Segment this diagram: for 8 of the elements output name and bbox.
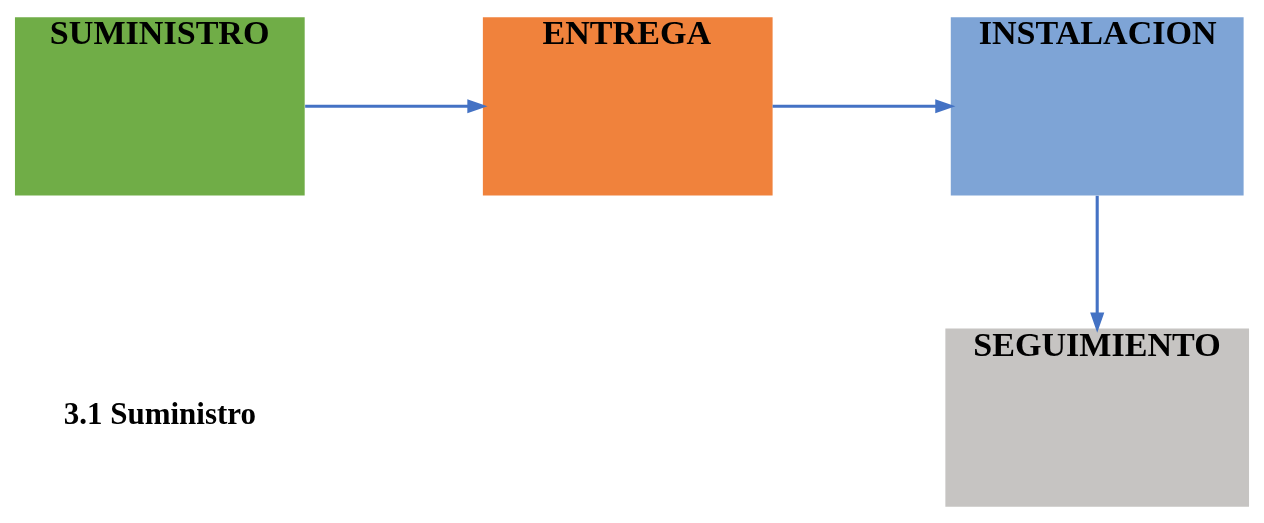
arrow: [305, 98, 488, 113]
node-box: SUMINISTRO: [14, 16, 305, 195]
node-box: ENTREGA: [482, 16, 773, 195]
arrow: [772, 98, 956, 113]
label: 3.1 Suministro: [63, 395, 256, 431]
node-box: SEGUIMIENTO: [945, 328, 1250, 507]
node-box: INSTALACION: [950, 16, 1244, 195]
arrow: [1090, 195, 1105, 333]
